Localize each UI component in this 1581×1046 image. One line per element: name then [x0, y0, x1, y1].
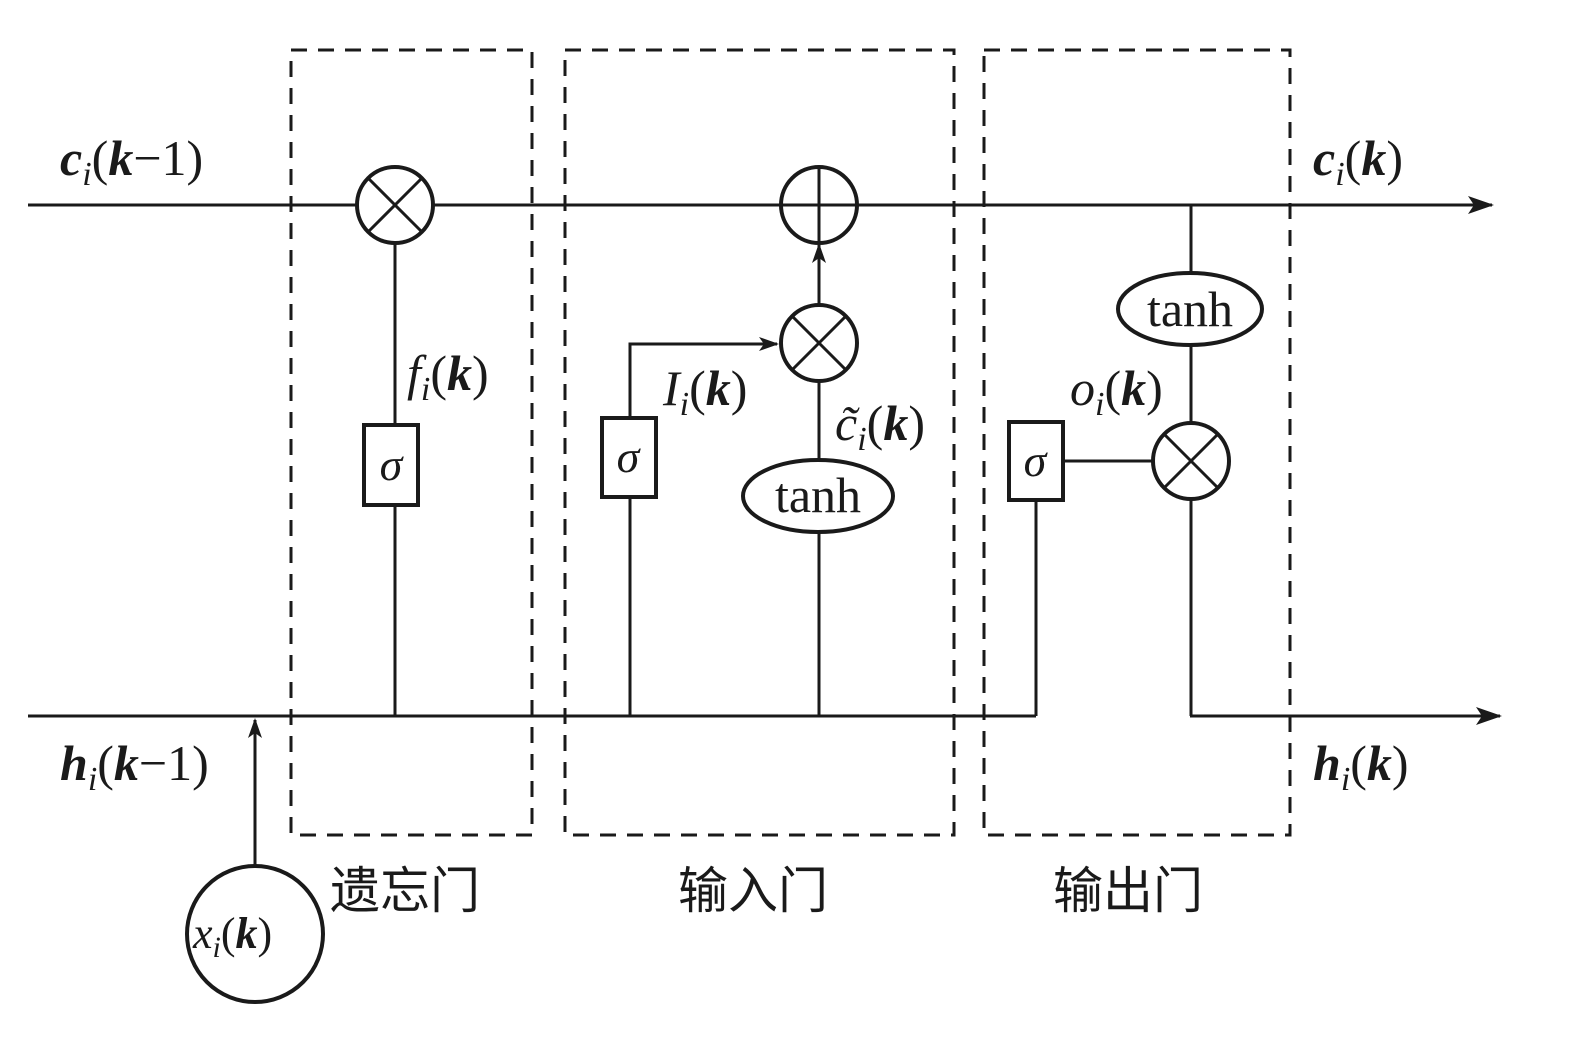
label-c-prev: ci(k−1) — [60, 130, 203, 193]
label-candidate: c̃i(k) — [835, 395, 925, 458]
forget-sigma-label: σ — [380, 439, 405, 490]
input-sigma-box — [600, 416, 658, 499]
caption-output-gate: 输出门 — [1053, 862, 1203, 920]
candidate-tanh-label: tanh — [775, 467, 861, 523]
input-sigma-label: σ — [617, 431, 642, 482]
output-gate-box — [982, 48, 1292, 837]
caption-input-gate: 输入门 — [678, 862, 828, 920]
caption-forget-gate: 遗忘门 — [330, 862, 480, 920]
output-sigma-box — [1007, 420, 1065, 502]
output-multiply-node — [1151, 421, 1231, 501]
x-input-node — [185, 864, 325, 1004]
label-forget: fi(k) — [407, 345, 489, 408]
label-c-next: ci(k) — [1313, 130, 1403, 193]
forget-sigma-box — [362, 423, 420, 507]
label-h-next: hi(k) — [1313, 735, 1409, 798]
output-sigma-label: σ — [1024, 435, 1049, 486]
forget-gate-box — [289, 48, 534, 837]
output-tanh-label: tanh — [1147, 281, 1233, 337]
add-node — [779, 165, 859, 245]
label-h-prev: hi(k−1) — [60, 735, 209, 798]
label-input: Ii(k) — [662, 360, 747, 423]
forget-multiply-node — [355, 165, 435, 245]
input-multiply-node — [779, 303, 859, 383]
label-output: oi(k) — [1070, 360, 1163, 423]
input-gate-box — [563, 48, 956, 837]
input-gate-arrow — [628, 337, 779, 418]
label-x-input: xi(k) — [192, 909, 272, 964]
